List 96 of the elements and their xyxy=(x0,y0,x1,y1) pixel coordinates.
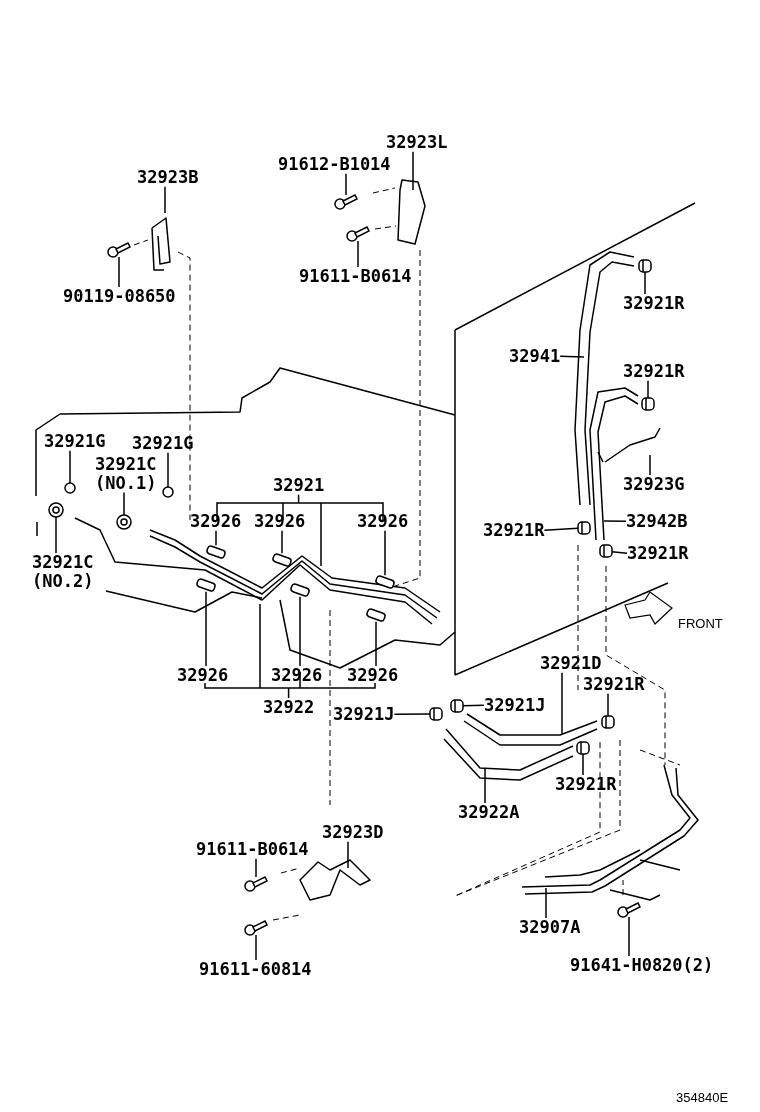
sleeve-drawing xyxy=(205,544,227,560)
part-number: 32926 xyxy=(190,512,242,531)
part-number: 32922A xyxy=(458,803,520,822)
bolt-drawing xyxy=(617,902,641,918)
sleeve-drawing xyxy=(374,574,396,590)
part-number: 32921G xyxy=(44,432,106,451)
part-number: 32923L xyxy=(386,133,448,152)
hose-clip-drawing xyxy=(641,397,655,411)
leader-line xyxy=(299,596,301,667)
o-ring xyxy=(64,482,76,494)
leader-line xyxy=(611,550,628,555)
part-number: 32907A xyxy=(519,918,581,937)
part-number: 32926 xyxy=(254,512,306,531)
part-number: 91611-B0614 xyxy=(196,840,309,859)
leader-line xyxy=(215,529,217,546)
part-number: 32921 xyxy=(273,476,325,495)
leader-line xyxy=(216,493,384,567)
leader-line xyxy=(255,857,257,878)
part-number: 32942B xyxy=(626,512,688,531)
leader-line xyxy=(375,621,377,667)
part-number: 32923B xyxy=(137,168,199,187)
sleeve-drawing xyxy=(195,577,217,593)
leader-line xyxy=(462,704,485,707)
part-number: 32926 xyxy=(177,666,229,685)
leader-line xyxy=(164,185,166,214)
leader-line xyxy=(357,240,359,268)
leader-line xyxy=(603,520,627,523)
sleeve-drawing xyxy=(289,582,311,598)
part-number: 32921R xyxy=(583,675,645,694)
leader-line xyxy=(543,527,579,532)
part-number: 91641-H0820(2) xyxy=(570,956,714,975)
pipe-fitting-drawing xyxy=(48,502,64,518)
leader-line xyxy=(123,491,125,516)
leader-line xyxy=(647,379,649,399)
leader-line xyxy=(393,713,431,716)
hose-clip-drawing xyxy=(576,741,590,755)
leader-line xyxy=(607,692,609,717)
bolt-drawing xyxy=(346,226,370,242)
part-number: 91611-B0614 xyxy=(299,267,412,286)
bolt-drawing xyxy=(244,920,268,936)
part-number: 32921J xyxy=(484,696,546,715)
part-number: 32922 xyxy=(263,698,315,717)
leader-line xyxy=(561,671,563,735)
part-number: 32921R xyxy=(623,362,685,381)
part-number: 90119-08650 xyxy=(63,287,176,306)
o-ring xyxy=(162,486,174,498)
part-number: 32921C (NO.2) xyxy=(32,553,94,591)
part-number: 32921J xyxy=(333,705,395,724)
direction-label: FRONT xyxy=(678,616,723,631)
part-number: 32921R xyxy=(483,521,545,540)
leader-line xyxy=(345,172,347,196)
leader-line xyxy=(384,529,386,576)
part-number: 32921G xyxy=(132,434,194,453)
part-number: 91612-B1014 xyxy=(278,155,391,174)
leader-line xyxy=(204,603,376,699)
leader-line xyxy=(582,753,584,776)
leader-line xyxy=(205,591,207,667)
leader-line xyxy=(55,516,57,554)
leader-line xyxy=(118,256,120,288)
part-number: 32926 xyxy=(271,666,323,685)
leader-line xyxy=(347,840,349,869)
pipe-fitting-drawing xyxy=(116,514,132,530)
hose-clip-drawing xyxy=(601,715,615,729)
part-number: 32926 xyxy=(347,666,399,685)
part-number: 32923G xyxy=(623,475,685,494)
part-number: 32923D xyxy=(322,823,384,842)
leader-line xyxy=(644,271,646,295)
leader-line xyxy=(545,887,547,919)
leader-line xyxy=(167,451,169,488)
leader-line xyxy=(649,454,651,476)
leader-line xyxy=(69,449,71,484)
leader-line xyxy=(559,355,585,358)
part-number: 32921R xyxy=(623,294,685,313)
leader-line xyxy=(628,916,630,957)
part-number: 32921R xyxy=(555,775,617,794)
part-number: 32921R xyxy=(627,544,689,563)
part-number: 32926 xyxy=(357,512,409,531)
leader-line xyxy=(484,767,486,804)
hose-clip-drawing xyxy=(599,544,613,558)
hose-clip-drawing xyxy=(429,707,443,721)
bolt-drawing xyxy=(244,876,268,892)
hose-clip-drawing xyxy=(450,699,464,713)
bolt-drawing xyxy=(107,242,131,258)
sleeve-drawing xyxy=(271,552,293,568)
sleeve-drawing xyxy=(365,607,387,623)
part-number: 32941 xyxy=(509,347,561,366)
bolt-drawing xyxy=(334,194,358,210)
leader-line xyxy=(412,150,414,191)
part-number: 91611-60814 xyxy=(199,960,312,979)
part-number: 32921C (NO.1) xyxy=(95,455,157,493)
part-number: 32921D xyxy=(540,654,602,673)
diagram-code: 354840E xyxy=(676,1090,729,1105)
hose-clip-drawing xyxy=(638,259,652,273)
leader-line xyxy=(281,529,283,554)
hose-clip-drawing xyxy=(577,521,591,535)
leader-line xyxy=(255,934,257,961)
